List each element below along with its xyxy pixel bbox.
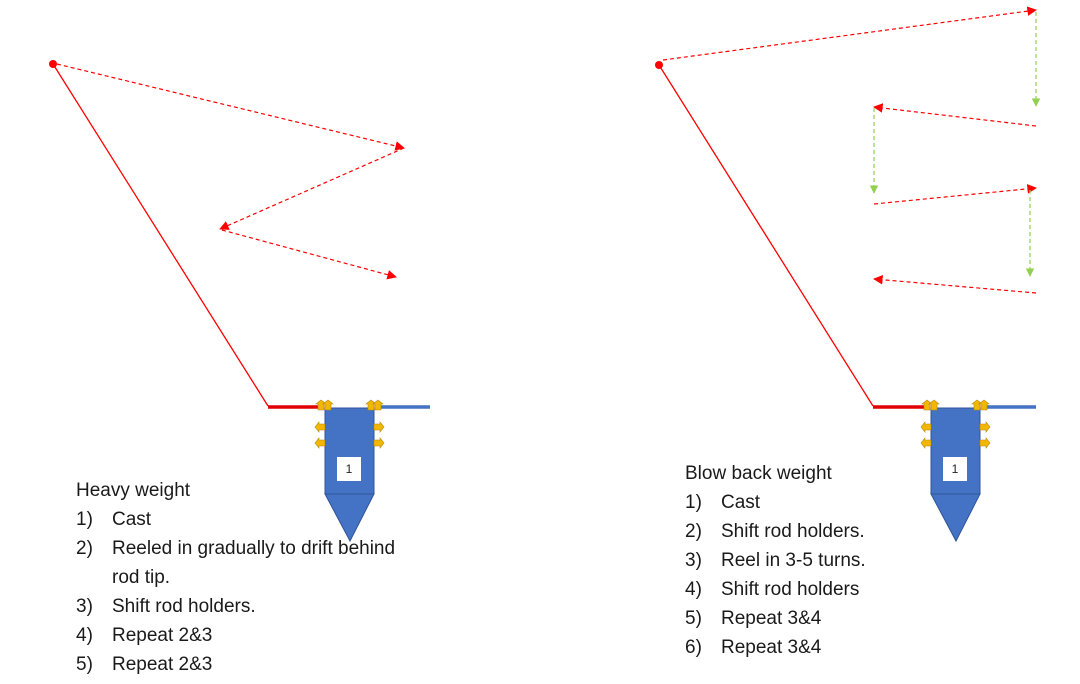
step-number: 3) xyxy=(685,550,702,571)
steps-list: 1) Cast 2) Shift rod holders. 3) Reel in 3-… xyxy=(685,488,945,662)
heavy-weight-diagram: 1 xyxy=(49,60,430,543)
step-text: Reel in 3-5 turns. xyxy=(721,550,866,571)
blow-back-weight-instructions: Blow back weight 1) Cast 2) Shift rod hold… xyxy=(685,459,945,662)
step-text: Cast xyxy=(721,492,761,513)
boat: 1 xyxy=(930,407,981,543)
boat: 1 xyxy=(324,407,375,543)
step-number: 3) xyxy=(76,596,93,617)
step-item: 2) Reeled in gradually to drift behind ro… xyxy=(76,534,396,592)
step-item: 1) Cast xyxy=(76,505,396,534)
step-item: 5) Repeat 2&3 xyxy=(76,650,396,679)
step-number: 1) xyxy=(76,509,93,530)
drift-arrow-2 xyxy=(219,147,405,230)
step-number: 2) xyxy=(76,538,93,559)
drift-arrow-2 xyxy=(873,103,1037,127)
step-text: Reeled in gradually to drift behind rod … xyxy=(112,538,396,588)
drift-arrow-1 xyxy=(56,63,405,151)
step-text: Shift rod holders. xyxy=(721,521,865,542)
instructions-title: Blow back weight xyxy=(685,463,832,484)
step-item: 6) Repeat 3&4 xyxy=(685,633,945,662)
step-number: 2) xyxy=(685,521,702,542)
step-text: Repeat 2&3 xyxy=(112,625,213,646)
step-item: 3) Shift rod holders. xyxy=(76,592,396,621)
drift-arrow-1 xyxy=(662,6,1037,61)
step-number: 5) xyxy=(76,654,93,675)
step-number: 6) xyxy=(685,637,702,658)
step-text: Repeat 3&4 xyxy=(721,637,822,658)
step-text: Repeat 3&4 xyxy=(721,608,822,629)
instructions-title: Heavy weight xyxy=(76,480,191,501)
blow-back-weight-diagram: 1 xyxy=(655,6,1041,543)
step-number: 5) xyxy=(685,608,702,629)
fishing-line xyxy=(52,63,269,407)
drift-arrow-3 xyxy=(221,229,397,280)
step-number: 4) xyxy=(685,579,702,600)
fishing-line xyxy=(658,64,874,407)
drift-arrow-4 xyxy=(873,274,1037,294)
lure-dot xyxy=(49,60,57,68)
step-item: 5) Repeat 3&4 xyxy=(685,604,945,633)
step-text: Repeat 2&3 xyxy=(112,654,213,675)
step-number: 1) xyxy=(685,492,702,513)
lure-dot xyxy=(655,61,663,69)
boat-label-box xyxy=(337,457,361,481)
boat-label-box xyxy=(943,457,967,481)
heavy-weight-instructions: Heavy weight 1) Cast 2) Reeled in graduall… xyxy=(76,476,396,679)
step-item: 4) Shift rod holders xyxy=(685,575,945,604)
boat-label: 1 xyxy=(952,462,959,476)
step-item: 1) Cast xyxy=(685,488,945,517)
step-item: 3) Reel in 3-5 turns. xyxy=(685,546,945,575)
step-text: Cast xyxy=(112,509,152,530)
step-number: 4) xyxy=(76,625,93,646)
steps-list: 1) Cast 2) Reeled in gradually to drift be… xyxy=(76,505,396,679)
step-item: 2) Shift rod holders. xyxy=(685,517,945,546)
step-text: Shift rod holders xyxy=(721,579,860,600)
drift-arrow-3 xyxy=(873,184,1037,205)
boat-label: 1 xyxy=(346,462,353,476)
step-text: Shift rod holders. xyxy=(112,596,256,617)
step-item: 4) Repeat 2&3 xyxy=(76,621,396,650)
